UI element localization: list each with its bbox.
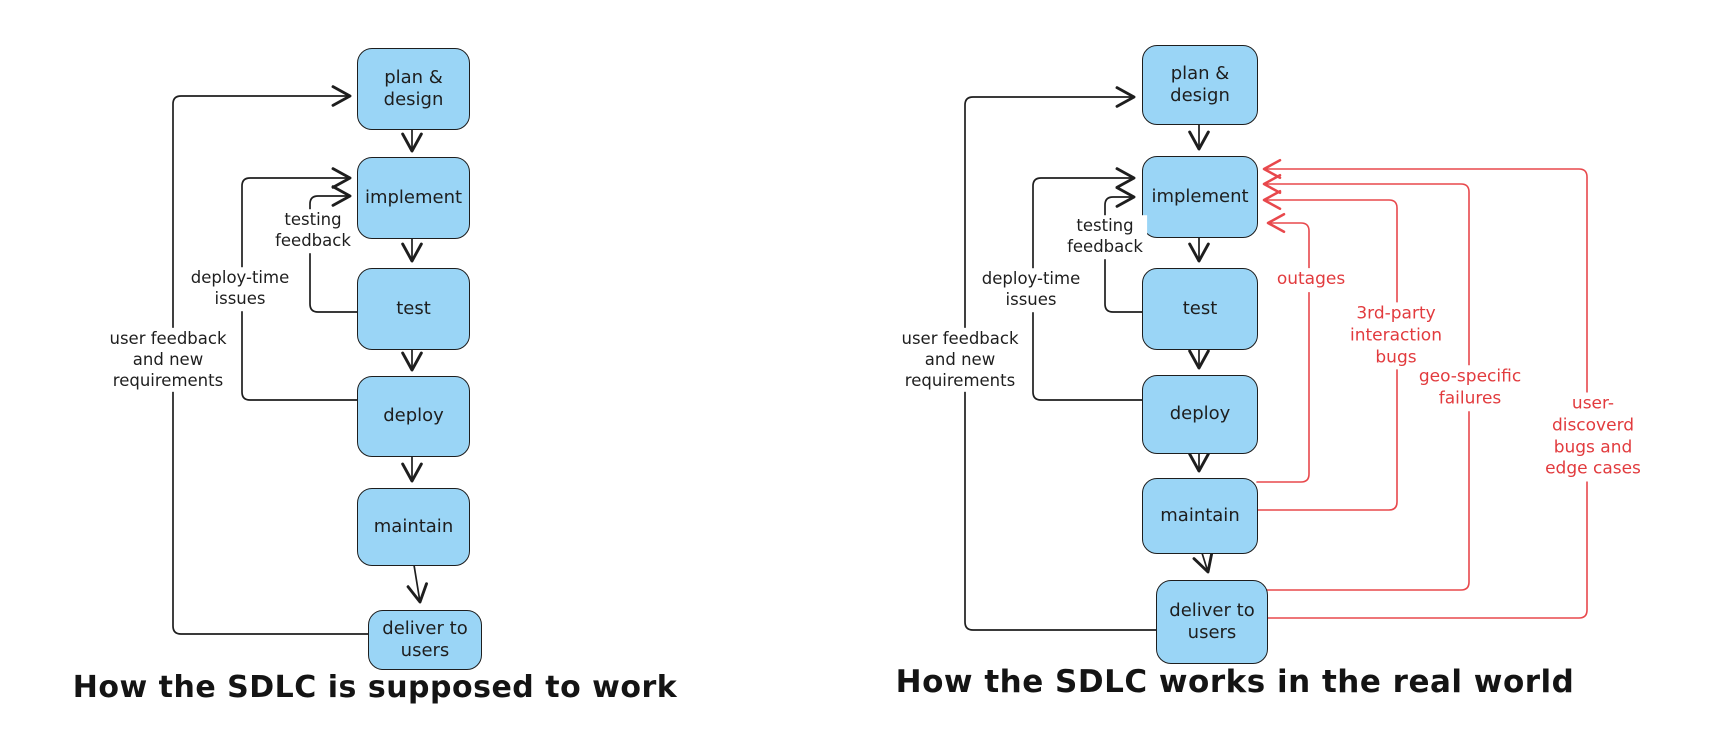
left-label-testing-feedback: testing feedback <box>271 209 355 253</box>
left-node-implement: implement <box>357 157 470 239</box>
right-label-deploy-time-issues: deploy-time issues <box>977 268 1085 312</box>
left-node-deliver-users: deliver to users <box>368 610 482 670</box>
right-issue-geo-specific-failures: geo-specific failures <box>1414 365 1526 411</box>
red-arrow-outages <box>1256 212 1310 483</box>
left-diagram-caption: How the SDLC is supposed to work <box>72 670 678 705</box>
right-issue-outages: outages <box>1272 268 1350 292</box>
right-diagram-caption: How the SDLC works in the real world <box>895 664 1575 700</box>
left-node-test: test <box>357 268 470 350</box>
right-issue-user-discovered-bugs: user-discoverd bugs and edge cases <box>1529 392 1657 482</box>
right-node-deliver-users: deliver to users <box>1156 580 1268 664</box>
left-label-user-feedback: user feedback and new requirements <box>105 327 231 393</box>
right-node-test: test <box>1142 268 1258 350</box>
right-label-testing-feedback: testing feedback <box>1063 215 1147 259</box>
left-node-maintain: maintain <box>357 488 470 566</box>
left-arrow-maintain-deliver <box>406 564 428 604</box>
right-node-maintain: maintain <box>1142 478 1258 554</box>
left-loop-testing-feedback <box>309 185 358 313</box>
right-node-implement: implement <box>1142 156 1258 238</box>
left-label-deploy-time-issues: deploy-time issues <box>186 267 294 311</box>
right-node-plan-design: plan & design <box>1142 45 1258 125</box>
right-node-deploy: deploy <box>1142 375 1258 454</box>
right-arrow-maintain-deliver <box>1192 551 1214 574</box>
left-node-plan-design: plan & design <box>357 48 470 130</box>
right-label-user-feedback: user feedback and new requirements <box>897 327 1023 393</box>
right-issue-third-party-bugs: 3rd-party interaction bugs <box>1346 302 1446 370</box>
left-node-deploy: deploy <box>357 376 470 457</box>
